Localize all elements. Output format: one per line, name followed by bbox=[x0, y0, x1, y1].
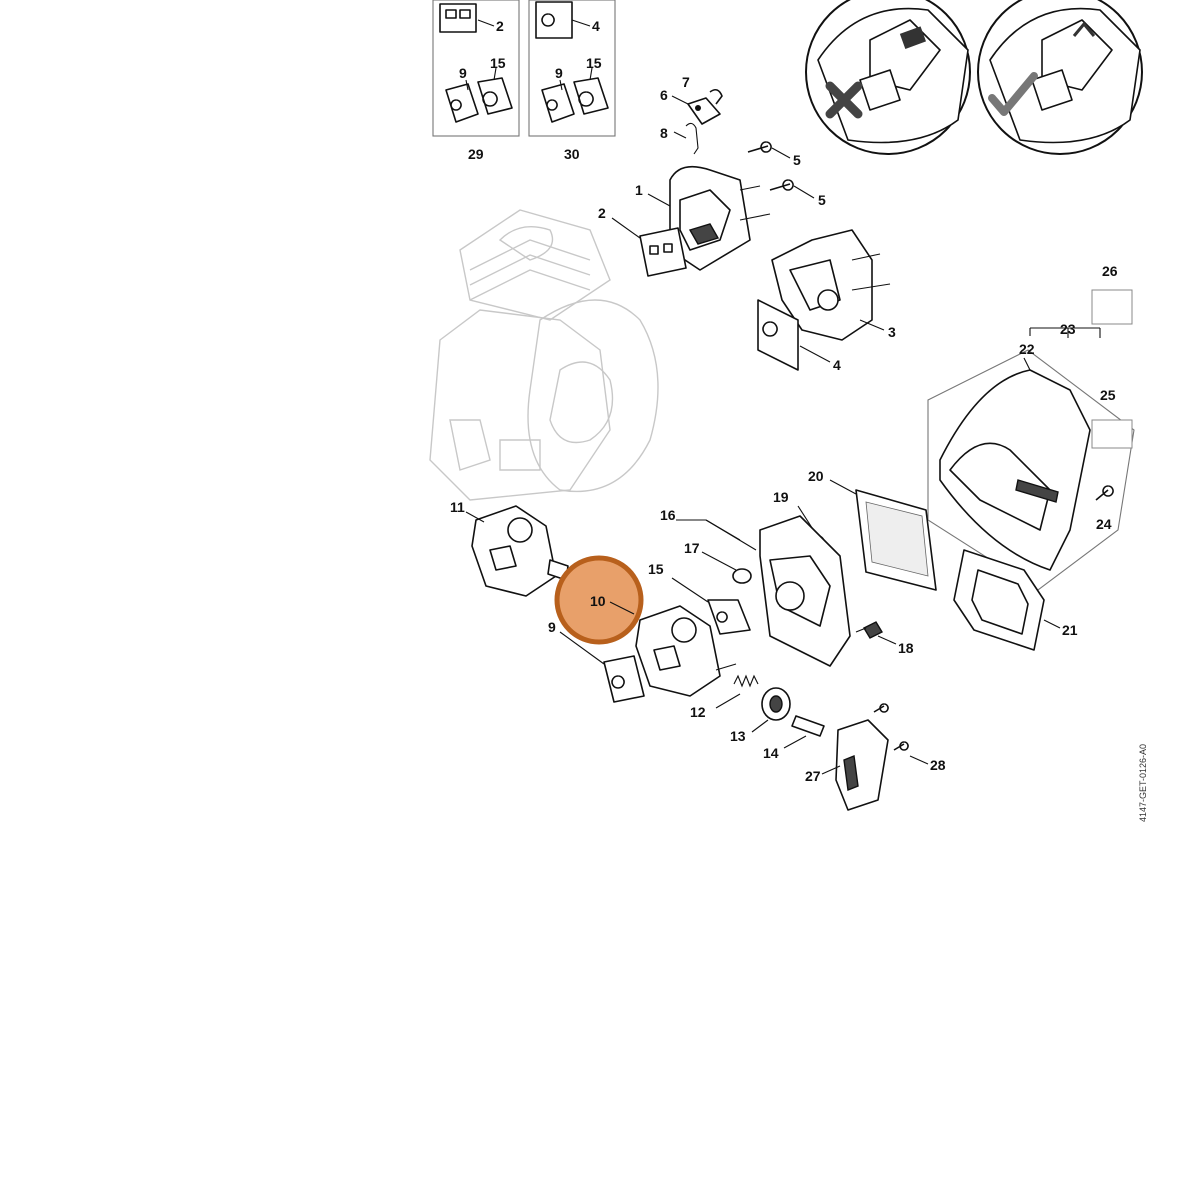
part-27-cover[interactable] bbox=[835, 703, 909, 811]
callout-29[interactable]: 29 bbox=[468, 146, 484, 162]
callout-3[interactable]: 3 bbox=[888, 324, 896, 340]
document-code: 4147-GET-0126-A0 bbox=[1138, 744, 1148, 822]
part-13-bushing[interactable] bbox=[761, 687, 791, 721]
callout-12[interactable]: 12 bbox=[690, 704, 706, 720]
callout-9[interactable]: 9 bbox=[548, 619, 556, 635]
callout-8[interactable]: 8 bbox=[660, 125, 668, 141]
part-1-intake-flange[interactable] bbox=[669, 165, 771, 271]
part-6-lever[interactable] bbox=[687, 97, 721, 125]
part-26-label[interactable] bbox=[1091, 289, 1133, 325]
callout-21[interactable]: 21 bbox=[1062, 622, 1078, 638]
callout-11[interactable]: 11 bbox=[450, 499, 465, 515]
callout-2[interactable]: 2 bbox=[598, 205, 606, 221]
callout-20[interactable]: 20 bbox=[808, 468, 824, 484]
inset-wrong-orientation bbox=[805, 0, 971, 155]
callout-25[interactable]: 25 bbox=[1100, 387, 1116, 403]
callout-16[interactable]: 16 bbox=[660, 507, 676, 523]
callout-6[interactable]: 6 bbox=[660, 87, 668, 103]
engine-block-ghost bbox=[429, 209, 659, 501]
callout-27[interactable]: 27 bbox=[805, 768, 821, 784]
callout-24[interactable]: 24 bbox=[1096, 516, 1112, 532]
callout-15[interactable]: 15 bbox=[648, 561, 664, 577]
part-21-prefilter[interactable] bbox=[953, 549, 1045, 651]
part-3-air-filter-base[interactable] bbox=[771, 229, 891, 341]
part-9-gasket[interactable] bbox=[603, 655, 645, 703]
part-12-spring[interactable] bbox=[733, 674, 759, 688]
check-mark-icon bbox=[988, 72, 1038, 116]
gasket-kit-30[interactable] bbox=[528, 0, 616, 137]
callout-9-kit29[interactable]: 9 bbox=[459, 65, 467, 81]
part-carburetor-main[interactable] bbox=[635, 605, 737, 697]
callout-28[interactable]: 28 bbox=[930, 757, 946, 773]
callout-15-kit29[interactable]: 15 bbox=[490, 55, 506, 71]
gasket-kit-29[interactable] bbox=[432, 0, 520, 137]
part-16-carb-housing[interactable] bbox=[759, 515, 851, 667]
callout-14[interactable]: 14 bbox=[763, 745, 779, 761]
part-22-filter-cover[interactable] bbox=[927, 349, 1135, 591]
part-20-air-filter[interactable] bbox=[855, 489, 937, 591]
part-17-grommet[interactable] bbox=[732, 568, 752, 584]
part-5-screws[interactable] bbox=[747, 141, 794, 191]
part-14-shaft[interactable] bbox=[791, 715, 825, 737]
part-25-label[interactable] bbox=[1091, 419, 1133, 449]
part-4-gasket[interactable] bbox=[757, 299, 799, 371]
callout-7[interactable]: 7 bbox=[682, 74, 690, 90]
callout-13[interactable]: 13 bbox=[730, 728, 746, 744]
callout-23[interactable]: 23 bbox=[1060, 321, 1076, 337]
callout-4[interactable]: 4 bbox=[833, 357, 841, 373]
callout-26[interactable]: 26 bbox=[1102, 263, 1118, 279]
part-7-clip[interactable] bbox=[709, 88, 723, 105]
part-10-highlight[interactable]: 10 bbox=[554, 555, 644, 645]
part-24-screw[interactable] bbox=[1095, 485, 1114, 501]
callout-9-kit30[interactable]: 9 bbox=[555, 65, 563, 81]
cross-mark-icon bbox=[825, 81, 863, 119]
callout-17[interactable]: 17 bbox=[684, 540, 700, 556]
part-8-spring[interactable] bbox=[685, 122, 699, 155]
callout-1[interactable]: 1 bbox=[635, 182, 643, 198]
callout-4-kit30[interactable]: 4 bbox=[592, 18, 600, 34]
callout-5a[interactable]: 5 bbox=[793, 152, 801, 168]
part-11-carburetor[interactable] bbox=[471, 505, 569, 597]
callout-30[interactable]: 30 bbox=[564, 146, 580, 162]
callout-22[interactable]: 22 bbox=[1019, 341, 1035, 357]
part-2-gasket[interactable] bbox=[639, 227, 687, 277]
callout-19[interactable]: 19 bbox=[773, 489, 789, 505]
callout-2-kit29[interactable]: 2 bbox=[496, 18, 504, 34]
callout-15-kit30[interactable]: 15 bbox=[586, 55, 602, 71]
part-15-gasket[interactable] bbox=[707, 599, 751, 635]
callout-5b[interactable]: 5 bbox=[818, 192, 826, 208]
part-18-spring-clip[interactable] bbox=[855, 621, 883, 639]
callout-10[interactable]: 10 bbox=[590, 593, 606, 609]
inset-correct-orientation bbox=[977, 0, 1143, 155]
callout-18[interactable]: 18 bbox=[898, 640, 914, 656]
